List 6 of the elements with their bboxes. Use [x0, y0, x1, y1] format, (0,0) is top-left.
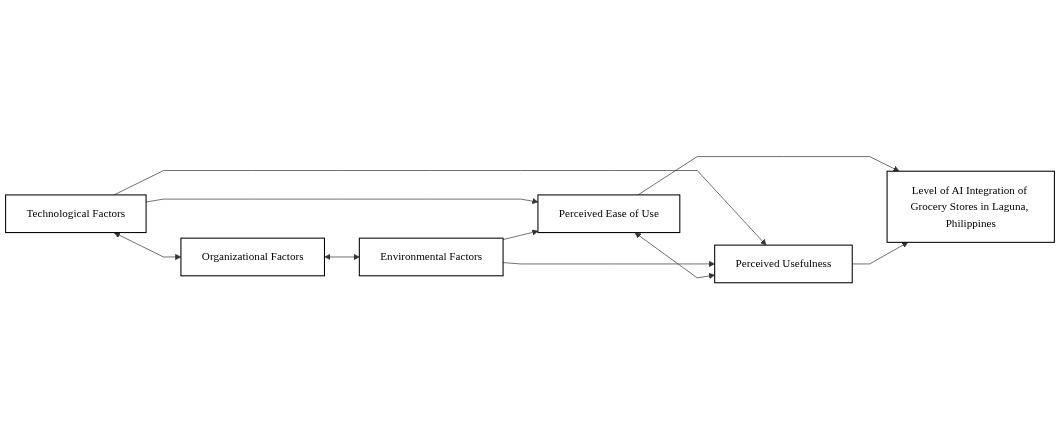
node-box: Perceived Usefulness	[714, 244, 853, 284]
node-box: Environmental Factors	[358, 237, 504, 277]
node-box: Perceived Ease of Use	[537, 194, 681, 233]
node-box: Technological Factors	[5, 194, 147, 233]
node-box: Level of AI Integration of Grocery Stores in Laguna, Philippines	[886, 170, 1055, 243]
node-box: Organizational Factors	[180, 237, 325, 277]
